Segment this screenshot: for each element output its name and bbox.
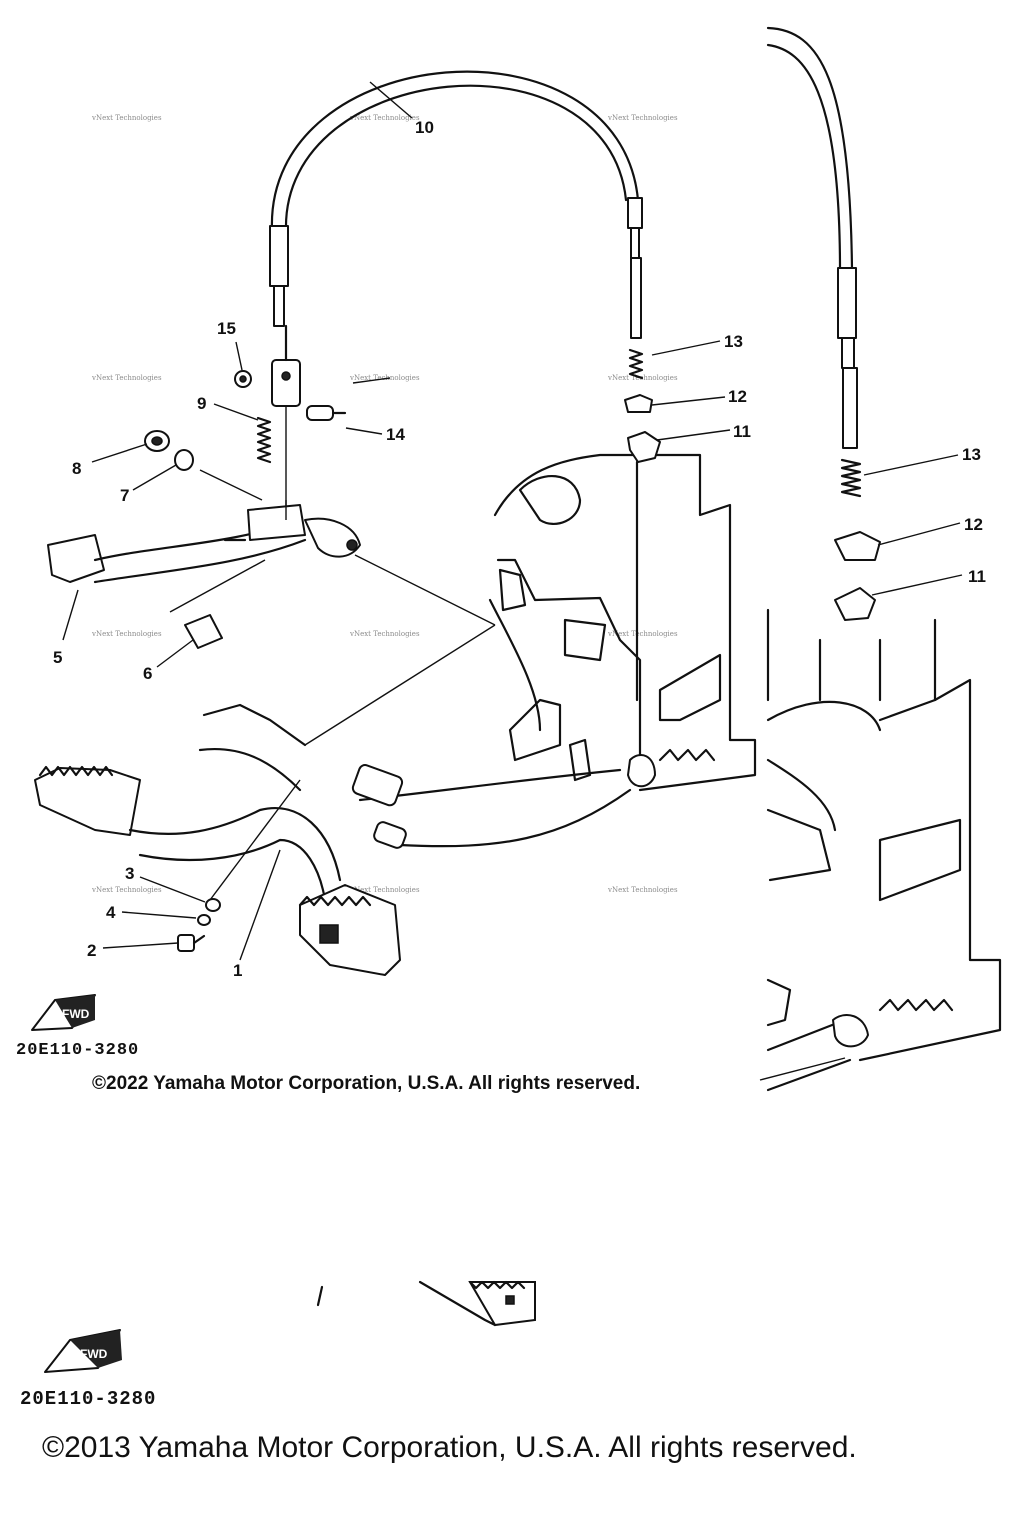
callout-15: 15 bbox=[217, 319, 236, 338]
watermark: vNext Technologies bbox=[607, 114, 678, 122]
fwd-marker: FWD bbox=[31, 994, 96, 1031]
copyright-top: ©2022 Yamaha Motor Corporation, U.S.A. A… bbox=[92, 1073, 640, 1094]
collar-6 bbox=[184, 614, 223, 649]
fwd-marker-lower: FWD bbox=[44, 1329, 122, 1373]
callout-2: 2 bbox=[87, 941, 96, 960]
holder-12 bbox=[624, 394, 653, 413]
footrest-1 bbox=[34, 765, 401, 976]
callout-leaders bbox=[62, 81, 963, 961]
nut-15 bbox=[234, 370, 252, 388]
callout-10: 10 bbox=[415, 118, 434, 137]
watermark: vNext Technologies bbox=[349, 374, 420, 382]
watermark: vNext Technologies bbox=[349, 114, 420, 122]
callout-9: 9 bbox=[197, 394, 206, 413]
washer-4 bbox=[197, 914, 211, 926]
frame bbox=[198, 453, 757, 849]
callout-11-right: 11 bbox=[968, 567, 986, 586]
callout-1: 1 bbox=[233, 961, 242, 980]
watermark: vNext Technologies bbox=[349, 886, 420, 894]
adjuster-11-right bbox=[834, 587, 876, 621]
part-code-lower: 20E110-3280 bbox=[20, 1388, 156, 1410]
fwd-label-lower: FWD bbox=[80, 1347, 108, 1361]
callout-13: 13 bbox=[724, 332, 743, 351]
watermark: vNext Technologies bbox=[607, 630, 678, 638]
callout-8: 8 bbox=[72, 459, 81, 478]
callout-12-right: 12 bbox=[964, 515, 983, 534]
callout-labels: 1 2 3 4 5 6 7 8 9 10 11 12 13 14 15 11 1… bbox=[53, 118, 986, 980]
callout-6: 6 bbox=[143, 664, 152, 683]
frame-right-view bbox=[766, 608, 1002, 1092]
brake-cable-right-view bbox=[766, 26, 858, 449]
pin-14 bbox=[306, 405, 347, 421]
callout-11: 11 bbox=[733, 422, 751, 441]
clevis bbox=[271, 324, 301, 520]
bolt-2 bbox=[177, 934, 206, 952]
bushing-8 bbox=[144, 430, 170, 452]
part-code: 20E110-3280 bbox=[16, 1041, 139, 1060]
spring-9 bbox=[256, 416, 272, 464]
watermark: vNext Technologies bbox=[349, 630, 420, 638]
callout-7: 7 bbox=[120, 486, 129, 505]
callout-3: 3 bbox=[125, 864, 134, 883]
brake-cable bbox=[269, 70, 643, 339]
watermark: vNext Technologies bbox=[91, 374, 162, 382]
watermark: vNext Technologies bbox=[91, 886, 162, 894]
callout-5: 5 bbox=[53, 648, 62, 667]
lower-fragment bbox=[316, 1280, 536, 1327]
callout-14: 14 bbox=[386, 425, 405, 444]
adjuster-11 bbox=[627, 431, 661, 702]
washer-7 bbox=[174, 449, 194, 471]
fwd-label: FWD bbox=[62, 1007, 90, 1021]
brake-pedal-5 bbox=[47, 504, 361, 584]
callout-4: 4 bbox=[106, 903, 116, 922]
holder-12-right bbox=[834, 531, 881, 561]
watermark: vNext Technologies bbox=[91, 630, 162, 638]
spring-13-right bbox=[840, 458, 862, 498]
watermark: vNext Technologies bbox=[91, 114, 162, 122]
callout-13-right: 13 bbox=[962, 445, 981, 464]
washer-3 bbox=[205, 898, 221, 912]
callout-12: 12 bbox=[728, 387, 747, 406]
copyright-bottom: ©2013 Yamaha Motor Corporation, U.S.A. A… bbox=[42, 1431, 857, 1464]
watermark: vNext Technologies bbox=[607, 886, 678, 894]
assembly-dash-lines bbox=[169, 469, 496, 901]
spring-13 bbox=[628, 348, 644, 380]
